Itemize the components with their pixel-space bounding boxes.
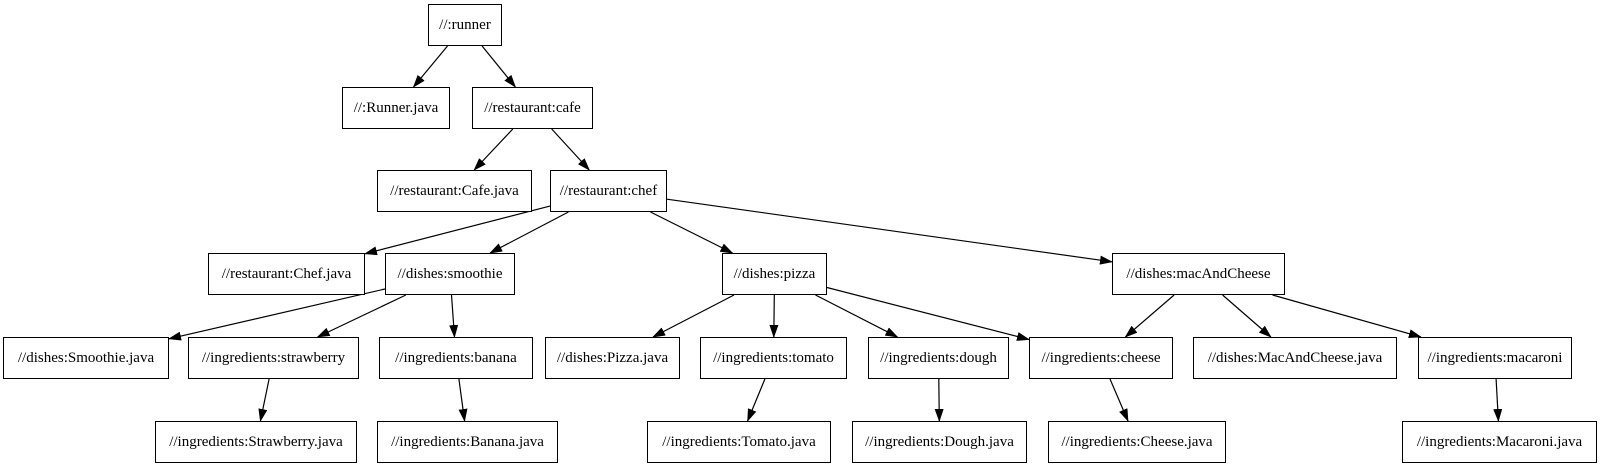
graph-node-tomato: //ingredients:tomato — [700, 337, 847, 379]
edge-runner-to-cafe — [481, 45, 517, 88]
edge-cafe-to-chef — [551, 128, 590, 171]
graph-node-macaroni: //ingredients:macaroni — [1418, 337, 1572, 379]
edge-strawberry-to-strawberry_java — [258, 378, 270, 422]
edge-pizza-to-pizza_java — [652, 294, 735, 338]
edge-chef-to-pizza — [650, 211, 734, 254]
graph-node-smoothie: //dishes:smoothie — [385, 253, 515, 295]
graph-node-cheese: //ingredients:cheese — [1029, 337, 1173, 379]
edge-macandcheese-to-cheese — [1124, 294, 1175, 338]
graph-node-chef_java: //restaurant:Chef.java — [208, 253, 365, 295]
edge-chef-to-chef_java — [364, 205, 551, 256]
graph-node-smoothie_java: //dishes:Smoothie.java — [3, 337, 169, 379]
edge-smoothie-to-banana — [449, 294, 459, 338]
graph-node-banana_java: //ingredients:Banana.java — [377, 421, 558, 463]
edge-cheese-to-cheese_java — [1109, 378, 1129, 422]
edge-pizza-to-tomato — [769, 294, 779, 338]
graph-node-cheese_java: //ingredients:Cheese.java — [1048, 421, 1226, 463]
graph-node-cafe: //restaurant:cafe — [472, 87, 593, 129]
edge-runner-to-runner_java — [412, 45, 448, 88]
edge-macaroni-to-macaroni_java — [1493, 378, 1503, 422]
edge-tomato-to-tomato_java — [747, 378, 766, 422]
graph-node-dough_java: //ingredients:Dough.java — [852, 421, 1027, 463]
edge-banana-to-banana_java — [458, 378, 468, 422]
graph-node-pizza: //dishes:pizza — [722, 253, 827, 295]
graph-node-cafe_java: //restaurant:Cafe.java — [377, 170, 532, 212]
graph-node-banana: //ingredients:banana — [379, 337, 533, 379]
graph-node-runner_java: //:Runner.java — [342, 87, 450, 129]
edge-chef-to-smoothie — [489, 211, 569, 254]
graph-node-chef: //restaurant:chef — [550, 170, 667, 212]
edge-pizza-to-cheese — [826, 286, 1030, 341]
graph-node-runner: //:runner — [428, 4, 502, 46]
edge-cafe-to-cafe_java — [473, 128, 514, 171]
graph-node-macaroni_java: //ingredients:Macaroni.java — [1402, 421, 1597, 463]
graph-node-tomato_java: //ingredients:Tomato.java — [647, 421, 831, 463]
graph-node-pizza_java: //dishes:Pizza.java — [545, 337, 680, 379]
graph-node-strawberry_java: //ingredients:Strawberry.java — [155, 421, 357, 463]
edge-smoothie-to-strawberry — [316, 294, 407, 338]
edge-smoothie-to-smoothie_java — [168, 288, 386, 341]
edge-macandcheese-to-macaroni — [1272, 294, 1422, 339]
edge-dough-to-dough_java — [934, 378, 944, 422]
graph-node-macandcheese_java: //dishes:MacAndCheese.java — [1193, 337, 1397, 379]
graph-node-dough: //ingredients:dough — [868, 337, 1009, 379]
graph-node-strawberry: //ingredients:strawberry — [188, 337, 359, 379]
graph-node-macandcheese: //dishes:macAndCheese — [1112, 253, 1285, 295]
edge-pizza-to-dough — [815, 294, 899, 338]
edge-macandcheese-to-macandcheese_java — [1222, 294, 1272, 338]
